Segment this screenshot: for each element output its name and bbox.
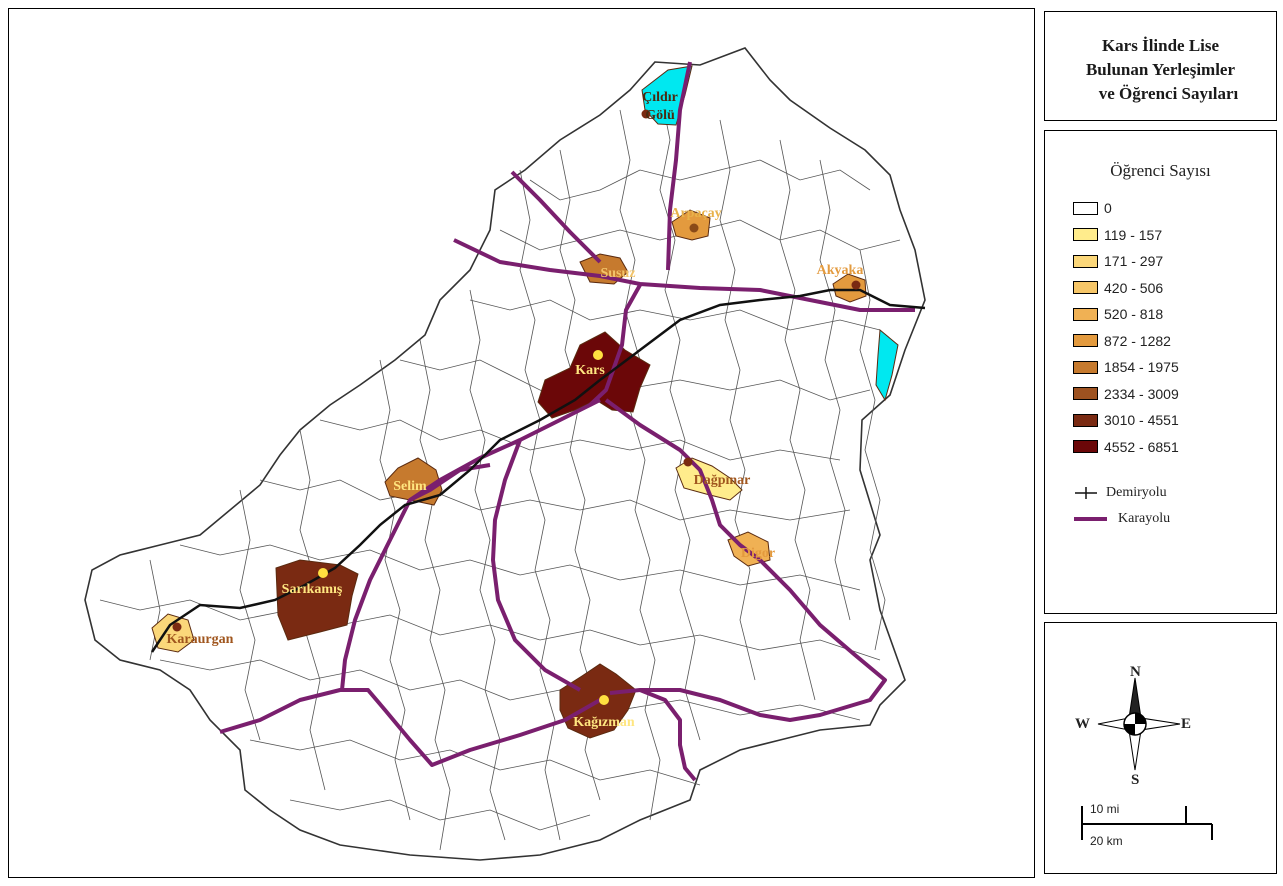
- map-canvas[interactable]: Çıldır Gölü Arpaçay Susuz Akyaka Kars Se…: [10, 10, 1033, 876]
- legend-class-label: 3010 - 4551: [1104, 412, 1179, 428]
- label-karaurgan: Karaurgan: [167, 632, 234, 647]
- label-kagizman: Kağızman: [573, 715, 635, 730]
- label-golu: Gölü: [645, 108, 675, 123]
- legend-class-label: 119 - 157: [1104, 226, 1163, 243]
- legend-swatch: [1073, 254, 1098, 268]
- dot-cildir: [641, 109, 651, 119]
- compass-south-label: S: [1131, 772, 1140, 788]
- legend-swatch: [1073, 228, 1098, 241]
- dot-akyaka: [851, 280, 861, 290]
- legend-class-label: 1854 - 1975: [1104, 359, 1179, 375]
- map-title-line-2: Bulunan Yerleşimler: [1085, 60, 1236, 79]
- legend-railway-label: Demiryolu: [1106, 485, 1167, 500]
- legend-swatch: [1073, 387, 1098, 400]
- label-kars: Kars: [575, 363, 605, 378]
- settlement-dots: [172, 109, 861, 705]
- legend-class-row: 520 - 818: [1073, 305, 1163, 323]
- legend-class-label: 0: [1104, 200, 1112, 216]
- legend-swatch: [1073, 413, 1098, 427]
- legend-swatch: [1073, 201, 1098, 215]
- dot-karaurgan: [172, 622, 182, 632]
- title-panel: Kars İlinde Lise Bulunan Yerleşimler ve …: [1044, 11, 1277, 121]
- legend-class-label: 2334 - 3009: [1104, 385, 1179, 402]
- legend-class-label: 171 - 297: [1104, 253, 1164, 269]
- scale-km-label: 20 km: [1090, 834, 1123, 848]
- legend-class-row: 872 - 1282: [1073, 332, 1171, 350]
- map-title-line-1: Kars İlinde Lise: [1101, 36, 1220, 55]
- legend-title: Öğrenci Sayısı: [1110, 161, 1211, 180]
- scale-bar: [1081, 806, 1213, 840]
- legend-swatch: [1073, 281, 1098, 294]
- legend-swatch: [1073, 334, 1098, 347]
- legend-class-row: 119 - 157: [1073, 226, 1162, 244]
- settlement-labels: Çıldır Gölü Arpaçay Susuz Akyaka Kars Se…: [167, 90, 864, 730]
- legend-swatch: [1073, 440, 1098, 453]
- label-susuz: Susuz: [600, 266, 635, 281]
- label-dagpinar: Dağpınar: [694, 473, 751, 488]
- legend-class-row: 171 - 297: [1073, 252, 1163, 270]
- roads: [219, 61, 915, 782]
- label-sarikamis: Sarıkamış: [282, 582, 343, 597]
- dot-dagpinar: [683, 457, 693, 467]
- legend-road: Karayolu: [1073, 510, 1170, 528]
- north-arrow-icon: [1097, 677, 1181, 771]
- legend-class-label: 872 - 1282: [1104, 332, 1171, 349]
- legend-class-row: 420 - 506: [1073, 279, 1163, 297]
- legend-class-row: 1854 - 1975: [1073, 358, 1179, 376]
- label-selim: Selim: [393, 479, 427, 494]
- province-outline: [84, 47, 926, 861]
- legend-class-row: 0: [1073, 199, 1112, 217]
- label-digor: Digor: [741, 546, 775, 561]
- scale-miles-label: 10 mi: [1090, 802, 1120, 816]
- legend-class-label: 420 - 506: [1104, 279, 1164, 296]
- dot-sarikamis: [318, 568, 328, 578]
- legend-class-label: 520 - 818: [1104, 306, 1164, 322]
- legend-railway: Demiryolu: [1073, 484, 1167, 502]
- legend-class-row: 4552 - 6851: [1073, 438, 1179, 456]
- railway-symbol: [1075, 487, 1097, 499]
- legend-road-label: Karayolu: [1118, 511, 1171, 526]
- legend-swatch: [1073, 360, 1098, 374]
- road-symbol: [1074, 517, 1107, 521]
- label-arpacay: Arpaçay: [670, 206, 721, 221]
- railway: [150, 288, 926, 653]
- label-akyaka: Akyaka: [817, 263, 864, 278]
- compass-north-label: N: [1130, 664, 1141, 680]
- label-cildir: Çıldır: [642, 90, 678, 105]
- legend-class-label: 4552 - 6851: [1104, 438, 1179, 455]
- area-sarikamis: [275, 559, 359, 641]
- dot-kagizman: [599, 695, 609, 705]
- legend-class-row: 2334 - 3009: [1073, 385, 1179, 403]
- dot-arpacay: [689, 223, 699, 233]
- area-kars: [537, 331, 651, 419]
- map-title-line-3: ve Öğrenci Sayıları: [1098, 84, 1239, 103]
- legend-swatch: [1073, 307, 1098, 321]
- legend-class-row: 3010 - 4551: [1073, 411, 1179, 429]
- area-dagpinar: [675, 457, 743, 501]
- area-lake-east: [875, 328, 899, 402]
- dot-kars: [593, 350, 603, 360]
- area-karaurgan: [151, 613, 195, 653]
- compass-east-label: E: [1181, 716, 1192, 732]
- compass-west-label: W: [1075, 716, 1090, 732]
